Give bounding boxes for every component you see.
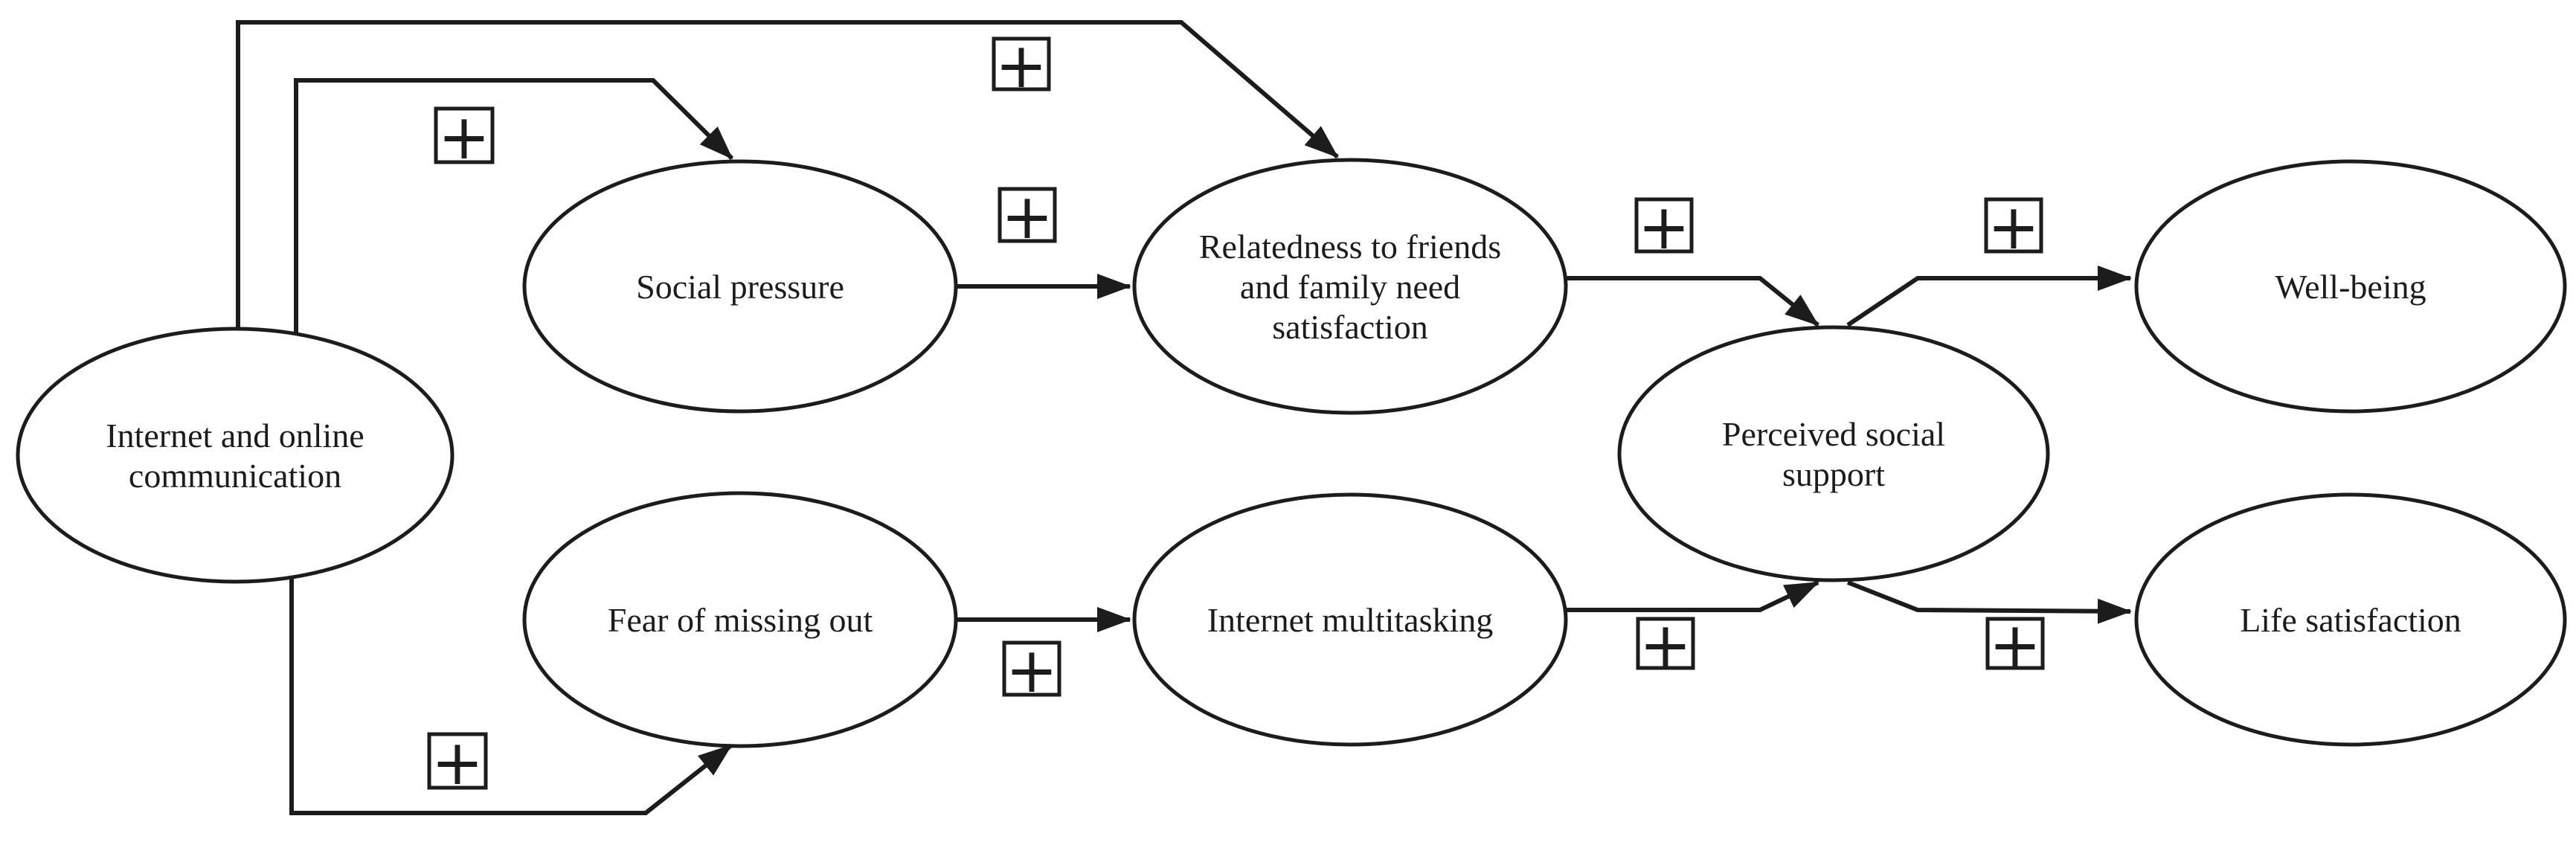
- node-ellipse-relatedness-need-satisfaction: [1132, 158, 1568, 415]
- node-ellipse-well-being: [2134, 159, 2567, 414]
- plus-box-multitasking-to-support: [1636, 617, 1695, 670]
- node-label-fear-of-missing-out: Fear of missing out: [608, 601, 873, 639]
- node-ellipse-internet-multitasking: [1132, 492, 1568, 747]
- node-label-line: satisfaction: [1272, 308, 1428, 346]
- plus-sign-multitasking-to-support: +: [1639, 608, 1692, 681]
- node-label-line: Social pressure: [636, 268, 844, 306]
- edge-arrow-support-to-well-being: [1846, 266, 2132, 327]
- plus-sign-fomo-to-multitasking: +: [1006, 634, 1058, 707]
- plus-sign-support-to-life-satisfaction: +: [1989, 608, 2041, 681]
- plus-box-ioc-to-fear-of-missing-out: [427, 732, 488, 790]
- node-label-line: Fear of missing out: [608, 601, 873, 639]
- plus-box-ioc-to-relatedness: [992, 36, 1051, 91]
- node-label-well-being: Well-being: [2275, 268, 2426, 306]
- plus-box-social-pressure-to-relatedness: [998, 187, 1057, 243]
- edge-arrow-multitasking-to-support: [1566, 580, 1819, 612]
- plus-sign-ioc-to-relatedness: +: [995, 29, 1047, 102]
- plus-box-support-to-well-being: [1984, 197, 2043, 254]
- node-label-social-pressure: Social pressure: [636, 268, 844, 306]
- edge-arrow-relatedness-to-support: [1566, 276, 1819, 327]
- node-label-line: communication: [129, 457, 341, 495]
- plus-box-support-to-life-satisfaction: [1985, 617, 2045, 670]
- plus-sign-social-pressure-to-relatedness: +: [1001, 180, 1053, 253]
- edge-arrow-ioc-to-fear-of-missing-out: [289, 577, 733, 815]
- plus-sign-relatedness-to-support: +: [1638, 190, 1690, 263]
- node-label-line: Internet multitasking: [1207, 601, 1494, 639]
- plus-sign-support-to-well-being: +: [1988, 190, 2040, 263]
- node-label-line: Well-being: [2275, 268, 2426, 306]
- plus-box-fomo-to-multitasking: [1002, 640, 1061, 697]
- node-ellipse-life-satisfaction: [2134, 492, 2567, 747]
- node-label-line: Internet and online: [106, 417, 364, 454]
- node-label-line: Life satisfaction: [2240, 601, 2461, 639]
- node-label-line: support: [1782, 455, 1885, 493]
- node-label-life-satisfaction: Life satisfaction: [2240, 601, 2461, 639]
- node-label-line: and family need: [1240, 268, 1460, 306]
- node-label-line: Perceived social: [1722, 415, 1945, 453]
- edge-arrow-support-to-life-satisfaction: [1846, 580, 2132, 624]
- node-label-internet-multitasking: Internet multitasking: [1207, 601, 1494, 639]
- node-ellipse-internet-online-communication: [16, 327, 455, 584]
- plus-box-relatedness-to-support: [1634, 197, 1694, 254]
- edge-arrow-ioc-to-social-pressure: [294, 78, 734, 335]
- plus-sign-ioc-to-fear-of-missing-out: +: [431, 726, 484, 799]
- plus-sign-ioc-to-social-pressure: +: [438, 100, 490, 173]
- edge-arrow-ioc-to-relatedness: [236, 20, 1339, 330]
- node-ellipse-perceived-social-support: [1617, 325, 2050, 582]
- plus-box-ioc-to-social-pressure: [434, 106, 495, 164]
- node-label-line: Relatedness to friends: [1199, 228, 1501, 266]
